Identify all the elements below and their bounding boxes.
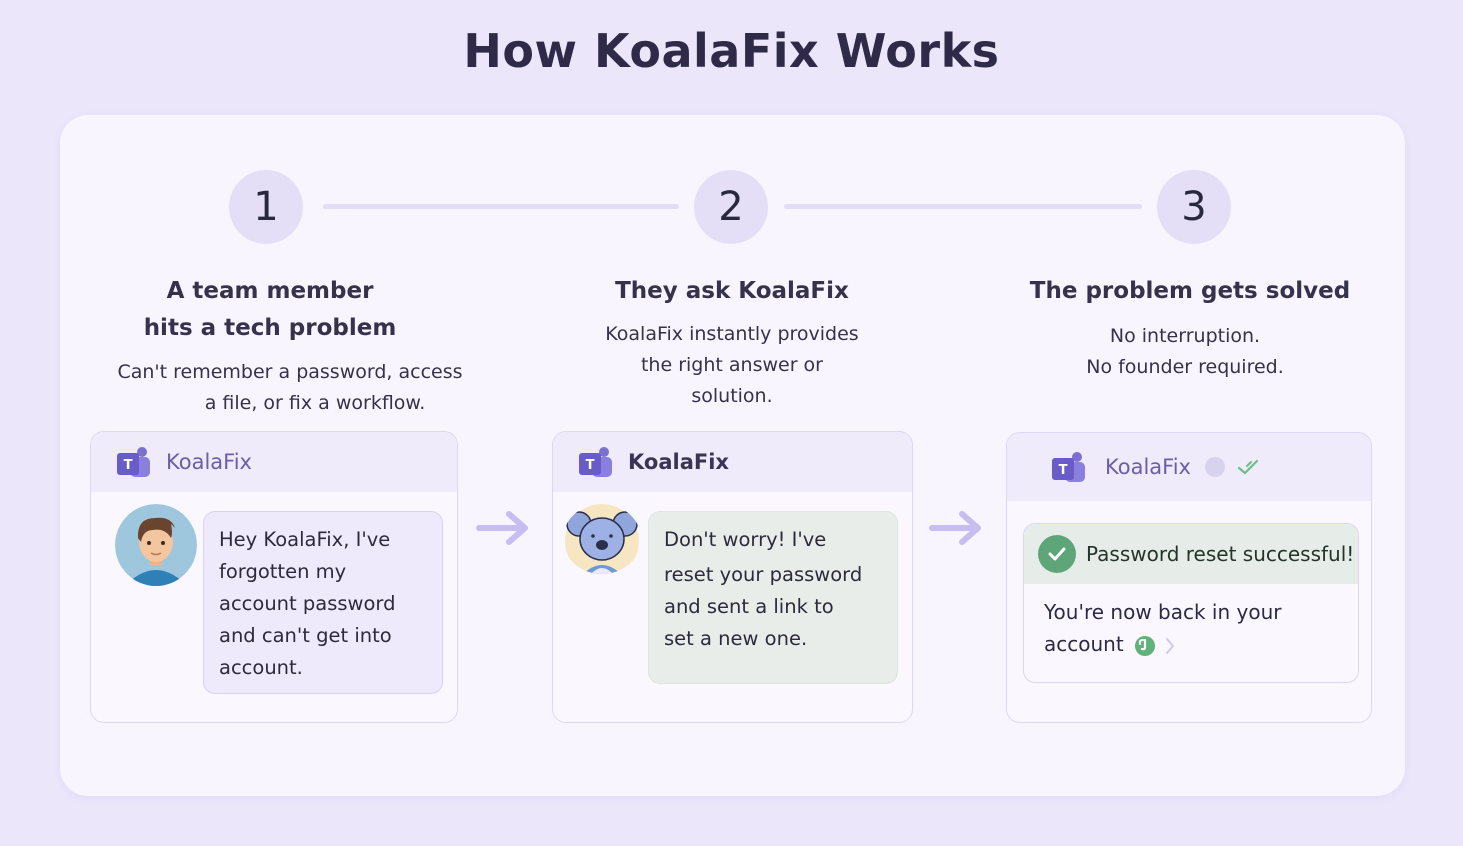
svg-text:T: T	[124, 458, 133, 473]
step-desc-line: KoalaFix instantly provides	[605, 323, 859, 345]
step-desc-line: No interruption.	[1109, 325, 1261, 347]
step-desc-line: No founder required.	[1086, 356, 1284, 378]
message-line: and can't get into	[219, 624, 392, 647]
bot-message-bubble: Don't worry! I've reset your password an…	[648, 511, 898, 684]
status-dot	[1204, 457, 1225, 477]
message-line: Hey KoalaFix, I've	[219, 528, 391, 551]
message-line: and sent a link to	[664, 595, 834, 618]
step-number: 2	[718, 184, 744, 230]
chat-header: T KoalaFix	[553, 432, 912, 492]
how-it-works-card: 1 2 3 A team member hits a tech problem …	[60, 115, 1405, 796]
success-title: Password reset successful!	[1086, 542, 1355, 566]
teams-icon: T	[578, 445, 614, 479]
arrow-right-icon	[476, 511, 528, 545]
chat-bot-name: KoalaFix	[166, 450, 252, 474]
message-line: set a new one.	[664, 627, 808, 650]
step-2-title: They ask KoalaFix	[542, 273, 922, 310]
step-desc-line: a file, or fix a workflow.	[204, 392, 426, 414]
chevron-right-icon[interactable]	[1164, 636, 1176, 656]
step-title-line: A team member	[166, 278, 374, 304]
step-number: 1	[253, 184, 279, 230]
step-1-badge: 1	[229, 170, 303, 244]
user-message-bubble: Hey KoalaFix, I've forgotten my account …	[203, 511, 443, 694]
step-2-badge: 2	[694, 170, 768, 244]
step-number: 3	[1181, 184, 1207, 230]
step-3-badge: 3	[1157, 170, 1231, 244]
step-1-description: Can't remember a password, access a file…	[70, 357, 510, 419]
check-circle-icon	[1038, 535, 1076, 573]
message-line: reset your password	[664, 563, 863, 586]
step-desc-line: solution.	[691, 385, 773, 407]
success-body-line: You're now back in your	[1044, 600, 1282, 624]
success-message: Password reset successful! You're now ba…	[1023, 523, 1359, 683]
success-header: Password reset successful!	[1024, 524, 1358, 584]
teams-icon: T	[1051, 450, 1087, 484]
step-connector	[323, 204, 679, 209]
page-title: How KoalaFix Works	[463, 24, 1000, 78]
refresh-check-icon	[1135, 635, 1156, 656]
user-avatar	[115, 504, 197, 586]
step-2-description: KoalaFix instantly provides the right an…	[542, 319, 922, 412]
svg-text:T: T	[586, 458, 595, 473]
message-line: forgotten my	[219, 560, 347, 583]
step-3-description: No interruption. No founder required.	[990, 321, 1380, 383]
success-body-line-2: account	[1044, 628, 1338, 660]
message-line: account.	[219, 656, 303, 679]
teams-icon: T	[116, 445, 152, 479]
chat-header: T KoalaFix	[1007, 433, 1371, 501]
success-body-text: account	[1044, 632, 1124, 656]
step-connector	[784, 204, 1142, 209]
chat-card-user-question: T KoalaFix Hey KoalaFix, I've forgotten …	[90, 431, 458, 723]
step-desc-line: the right answer or	[640, 354, 823, 376]
koala-avatar	[563, 504, 641, 574]
arrow-right-icon	[929, 511, 981, 545]
chat-card-bot-answer: T KoalaFix Don't worry! I've reset your …	[552, 431, 913, 723]
chat-bot-name: KoalaFix	[1105, 455, 1191, 479]
message-line: account password	[219, 592, 396, 615]
success-body: You're now back in your account	[1024, 584, 1358, 672]
double-check-icon	[1237, 459, 1259, 475]
chat-card-resolved: T KoalaFix Password reset successful! Yo…	[1006, 432, 1372, 723]
step-title-line: They ask KoalaFix	[615, 278, 849, 304]
step-3-title: The problem gets solved	[990, 273, 1390, 310]
message-line: Don't worry! I've	[664, 528, 827, 551]
step-1-title: A team member hits a tech problem	[90, 273, 450, 347]
step-desc-line: Can't remember a password, access	[117, 361, 463, 383]
svg-text:T: T	[1059, 463, 1068, 478]
step-title-line: The problem gets solved	[1029, 278, 1351, 304]
chat-bot-name: KoalaFix	[628, 450, 729, 474]
step-title-line: hits a tech problem	[143, 315, 397, 341]
chat-header: T KoalaFix	[91, 432, 457, 492]
